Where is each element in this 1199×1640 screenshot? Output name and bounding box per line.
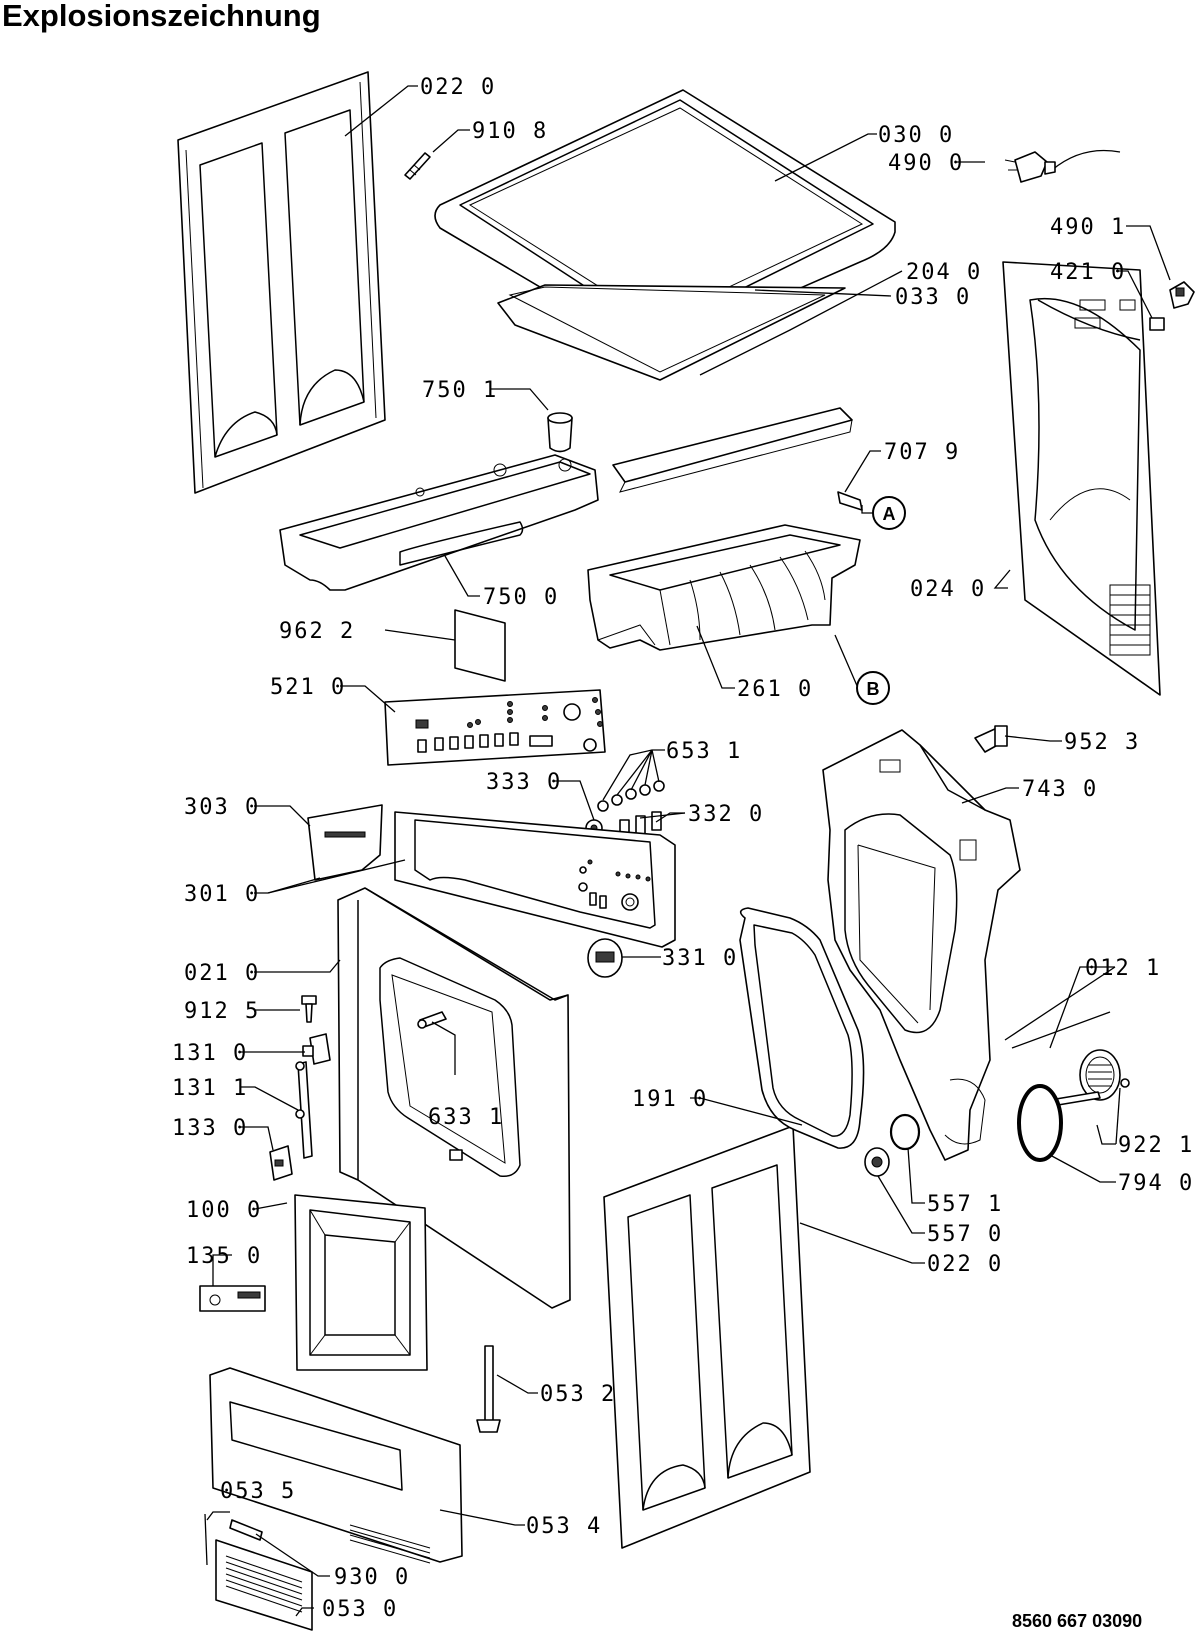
side-panel-bottom: [603, 1125, 811, 1549]
plinth: [209, 1367, 463, 1564]
air-duct: [587, 524, 861, 651]
label-952-3: 952 3: [1064, 730, 1140, 755]
label-332-0: 332 0: [688, 802, 764, 827]
label-750-0: 750 0: [483, 585, 559, 610]
leader-lines: [206, 85, 1171, 1617]
plinth-clip: [204, 1513, 208, 1566]
label-557-0: 557 0: [927, 1222, 1003, 1247]
lock-rod: [295, 1061, 313, 1159]
label-135-0: 135 0: [186, 1244, 262, 1269]
screw-912-5: [301, 995, 317, 1023]
door-lock: [302, 1033, 331, 1065]
label-030-0: 030 0: [878, 123, 954, 148]
label-653-1: 653 1: [666, 739, 742, 764]
sensor: [864, 1147, 890, 1177]
label-053-5: 053 5: [220, 1479, 296, 1504]
label-131-1: 131 1: [172, 1076, 248, 1101]
label-421-0: 421 0: [1050, 260, 1126, 285]
label-962-2: 962 2: [279, 619, 355, 644]
label-930-0: 930 0: [334, 1565, 410, 1590]
seal-strip: [612, 407, 853, 493]
label-333-0: 333 0: [486, 770, 562, 795]
side-panel-top: [177, 71, 386, 494]
rating-plate: [199, 1285, 266, 1312]
door-gasket: [739, 907, 865, 1149]
label-912-5: 912 5: [184, 999, 260, 1024]
front-panel: [337, 887, 571, 1309]
back-panel: [1002, 261, 1161, 696]
fan-cover: [974, 725, 1008, 753]
label-012-1: 012 1: [1085, 956, 1161, 981]
label-191-0: 191 0: [632, 1087, 708, 1112]
screw-910-8: [404, 152, 431, 180]
callout-a: A: [872, 496, 906, 530]
label-910-8: 910 8: [472, 119, 548, 144]
label-131-0: 131 0: [172, 1041, 248, 1066]
power-cord: [1004, 149, 1121, 183]
hose-clip: [837, 491, 863, 511]
label-743-0: 743 0: [1022, 777, 1098, 802]
label-557-1: 557 1: [927, 1192, 1003, 1217]
top-plate: [497, 284, 846, 381]
insulation-pad: [454, 609, 506, 682]
label-021-0: 021 0: [184, 961, 260, 986]
program-knob: [587, 938, 623, 978]
motor-assembly: [1011, 1011, 1121, 1101]
label-633-1: 633 1: [428, 1105, 504, 1130]
label-053-4: 053 4: [526, 1514, 602, 1539]
door-switch: [269, 1145, 293, 1181]
label-022-0-top: 022 0: [420, 75, 496, 100]
rear-housing: [822, 729, 1021, 1161]
label-053-2: 053 2: [540, 1382, 616, 1407]
plinth-vents: [349, 1524, 431, 1564]
label-024-0: 024 0: [910, 577, 986, 602]
sensor-ring: [889, 1113, 921, 1151]
board-component-dots: [467, 697, 603, 728]
plug-connector: [1169, 281, 1195, 309]
control-panel: [394, 811, 676, 948]
label-053-0: 053 0: [322, 1597, 398, 1622]
page-title: Explosionszeichnung: [2, 0, 321, 33]
water-container: [279, 454, 599, 591]
callout-b-label: B: [867, 679, 880, 699]
label-794-0: 794 0: [1118, 1171, 1194, 1196]
belt: [1017, 1084, 1063, 1162]
label-750-1: 750 1: [422, 378, 498, 403]
callout-b: B: [856, 671, 890, 705]
label-204-0: 204 0: [906, 260, 982, 285]
label-331-0: 331 0: [662, 946, 738, 971]
label-521-0: 521 0: [270, 675, 346, 700]
door: [294, 1194, 428, 1371]
document-number: 8560 667 03090: [1012, 1611, 1143, 1631]
label-707-9: 707 9: [884, 440, 960, 465]
label-100-0: 100 0: [186, 1198, 262, 1223]
led-lights: [597, 780, 665, 812]
label-303-0: 303 0: [184, 795, 260, 820]
filter-grille: [215, 1539, 313, 1631]
door-hinge: [417, 1011, 447, 1029]
label-490-1: 490 1: [1050, 215, 1126, 240]
water-cup: [547, 412, 573, 453]
label-022-0-bottom: 022 0: [927, 1252, 1003, 1277]
label-922-1: 922 1: [1118, 1133, 1194, 1158]
foot: [476, 1345, 501, 1433]
badge: [307, 804, 383, 881]
label-033-0: 033 0: [895, 285, 971, 310]
filter-handle: [229, 1519, 263, 1541]
label-133-0: 133 0: [172, 1116, 248, 1141]
control-board: [384, 689, 606, 766]
label-490-0: 490 0: [888, 151, 964, 176]
label-301-0: 301 0: [184, 882, 260, 907]
callout-a-label: A: [883, 504, 896, 524]
connector-clip: [1149, 317, 1165, 331]
label-261-0: 261 0: [737, 677, 813, 702]
part-labels: 022 0 910 8 030 0 490 0 490 1 421 0 033 …: [172, 75, 1194, 1622]
